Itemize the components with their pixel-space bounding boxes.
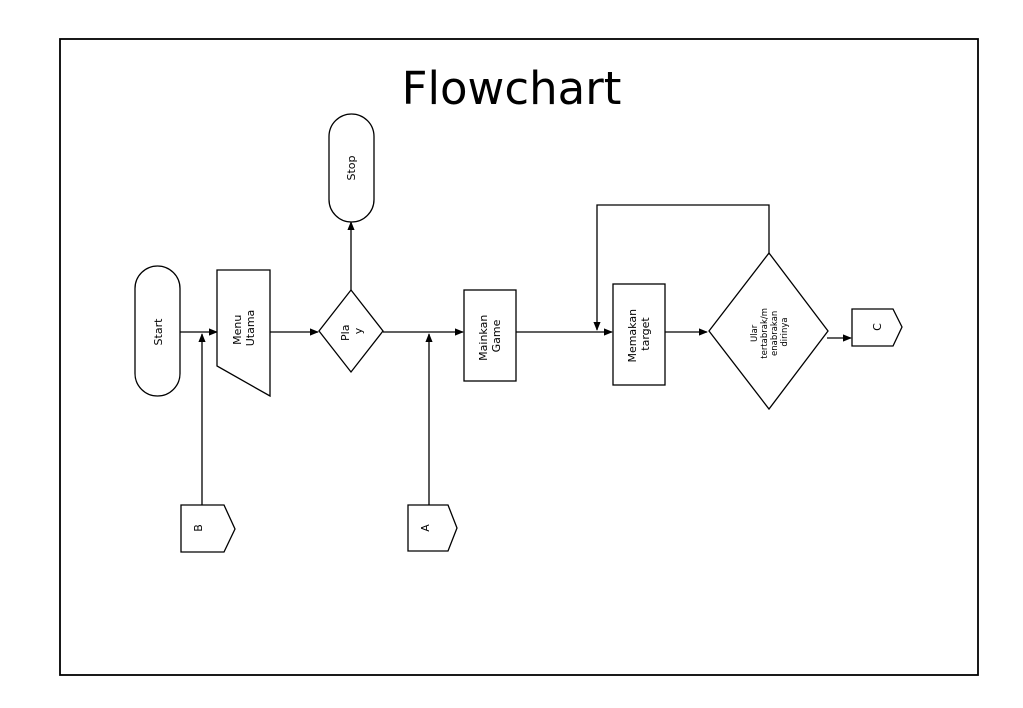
- ular-tertabrak-label: Ular tertabrak/m enabrakan dirinya: [750, 305, 790, 358]
- play-label: Pla y: [339, 321, 365, 341]
- page-title: Flowchart: [401, 62, 622, 115]
- memakan-target-node: [612, 283, 666, 386]
- menu-utama-node: [216, 269, 271, 398]
- stop-terminator: [328, 113, 375, 223]
- connector-a-label: A: [419, 524, 432, 532]
- connector-a: [407, 504, 458, 552]
- ular-tertabrak-decision: [708, 251, 829, 411]
- menu-utama-label: Menu Utama: [231, 310, 257, 347]
- stop-label: Stop: [345, 155, 358, 180]
- mainkan-game-node: [463, 289, 517, 382]
- play-decision: [318, 288, 384, 374]
- mainkan-game-label: Mainkan Game: [477, 311, 503, 361]
- connector-c-label: C: [871, 323, 884, 331]
- edge-loop-back: [593, 204, 770, 331]
- connector-b: [180, 504, 236, 553]
- start-terminator: [134, 265, 181, 397]
- connector-b-label: B: [192, 524, 205, 532]
- slide-border: [59, 38, 979, 676]
- memakan-target-label: Memakan target: [626, 305, 652, 362]
- connector-c: [851, 308, 903, 347]
- start-label: Start: [152, 318, 165, 346]
